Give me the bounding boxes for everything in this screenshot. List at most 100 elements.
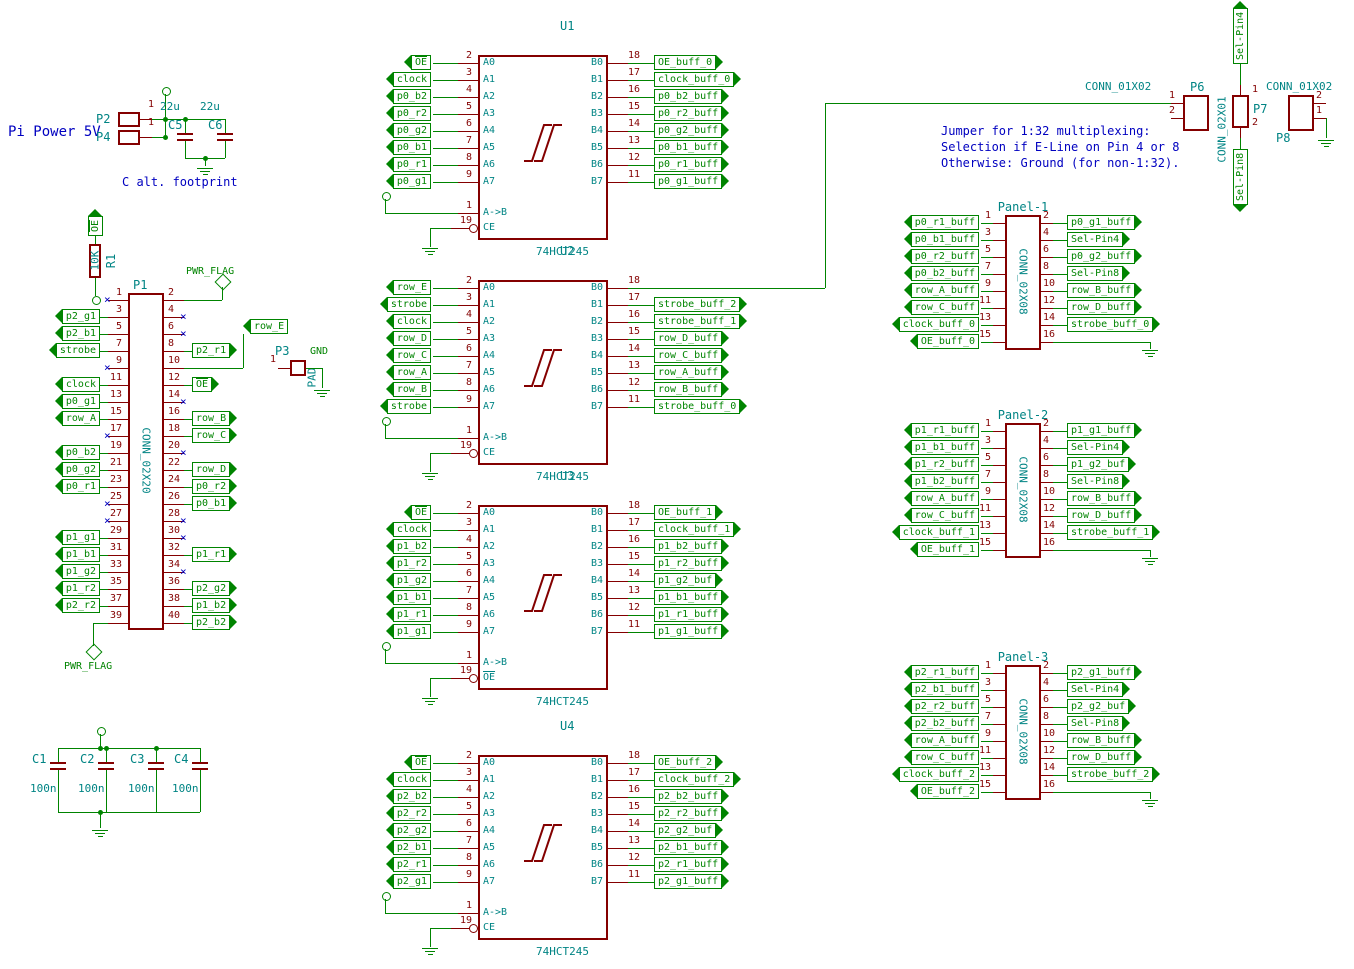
net-label-strobe_buff_0[interactable]: strobe_buff_0 (654, 399, 748, 414)
net-label-p2_g2_buf[interactable]: p2_g2_buf (1067, 699, 1137, 714)
net-label-row_b_buff[interactable]: row_B_buff (654, 382, 730, 397)
net-label-clock[interactable]: clock (385, 72, 431, 87)
ic-body-u2[interactable] (478, 280, 608, 465)
net-label-p1_b2[interactable]: p1_b2 (192, 598, 238, 613)
net-label-p1_b2_buff[interactable]: p1_b2_buff (903, 474, 979, 489)
net-label-p0_g2_buff[interactable]: p0_g2_buff (1067, 249, 1143, 264)
net-label-p0_b1[interactable]: p0_b1 (385, 140, 431, 155)
net-label-row_d_buff[interactable]: row_D_buff (1067, 750, 1143, 765)
net-label-p0_g1_buff[interactable]: p0_g1_buff (1067, 215, 1143, 230)
net-label-p0_g2_buff[interactable]: p0_g2_buff (654, 123, 730, 138)
pad-body-p2[interactable] (118, 112, 140, 127)
net-label-p0_r2_buff[interactable]: p0_r2_buff (903, 249, 979, 264)
net-label-oe[interactable]: OE (192, 377, 220, 392)
net-label-p2_b2[interactable]: p2_b2 (192, 615, 238, 630)
net-label-clock[interactable]: clock (385, 522, 431, 537)
net-label-p2_g1_buff[interactable]: p2_g1_buff (654, 874, 730, 889)
net-label-p2_g1[interactable]: p2_g1 (54, 309, 100, 324)
net-label-clock_buff_1[interactable]: clock_buff_1 (891, 525, 979, 540)
net-label-clock[interactable]: clock (385, 314, 431, 329)
net-label-strobe_buff_0[interactable]: strobe_buff_0 (1067, 317, 1161, 332)
net-label-oe[interactable]: OE (403, 55, 431, 70)
net-label-p2_r1_buff[interactable]: p2_r1_buff (903, 665, 979, 680)
gpio-header-body[interactable] (128, 293, 164, 630)
net-label-p0_b2_buff[interactable]: p0_b2_buff (903, 266, 979, 281)
net-label-p1_b2_buff[interactable]: p1_b2_buff (654, 539, 730, 554)
net-label-p1_b1_buff[interactable]: p1_b1_buff (903, 440, 979, 455)
net-label-row_a_buff[interactable]: row_A_buff (903, 491, 979, 506)
net-label-p1_r2[interactable]: p1_r2 (54, 581, 100, 596)
net-label-p1_g2_buf[interactable]: p1_g2_buf (1067, 457, 1137, 472)
net-label-p2_r1[interactable]: p2_r1 (192, 343, 238, 358)
net-label-p0_b2_buff[interactable]: p0_b2_buff (654, 89, 730, 104)
p6-body[interactable] (1183, 95, 1209, 131)
net-label-p1_g1_buff[interactable]: p1_g1_buff (654, 624, 730, 639)
net-label-p1_r2[interactable]: p1_r2 (385, 556, 431, 571)
net-label-row_d_buff[interactable]: row_D_buff (1067, 300, 1143, 315)
net-label-p1_b1_buff[interactable]: p1_b1_buff (654, 590, 730, 605)
net-label-p0_g2[interactable]: p0_g2 (54, 462, 100, 477)
net-label-p1_r1_buff[interactable]: p1_r1_buff (903, 423, 979, 438)
net-label-p0_r1[interactable]: p0_r1 (385, 157, 431, 172)
net-label-p2_r1[interactable]: p2_r1 (385, 857, 431, 872)
net-label-row_c_buff[interactable]: row_C_buff (903, 750, 979, 765)
net-label-sel-pin8[interactable]: Sel-Pin8 (1067, 474, 1131, 489)
net-label-p0_r1_buff[interactable]: p0_r1_buff (903, 215, 979, 230)
pad-body-p4[interactable] (118, 130, 140, 145)
net-label-clock[interactable]: clock (385, 772, 431, 787)
p3-body[interactable] (290, 360, 306, 376)
net-label-p0_r2_buff[interactable]: p0_r2_buff (654, 106, 730, 121)
net-label-p2_r2_buff[interactable]: p2_r2_buff (654, 806, 730, 821)
net-label-row_b[interactable]: row_B (385, 382, 431, 397)
net-label-sel-pin8[interactable]: Sel-Pin8 (1067, 266, 1131, 281)
net-label-clock_buff_1[interactable]: clock_buff_1 (654, 522, 742, 537)
net-label-p2_r2[interactable]: p2_r2 (385, 806, 431, 821)
net-label-strobe[interactable]: strobe (48, 343, 100, 358)
net-label-p1_b2[interactable]: p1_b2 (385, 539, 431, 554)
net-label-p2_g1[interactable]: p2_g1 (385, 874, 431, 889)
net-label-row_c_buff[interactable]: row_C_buff (903, 508, 979, 523)
ic-body-u1[interactable] (478, 55, 608, 240)
net-label-p0_r2[interactable]: p0_r2 (385, 106, 431, 121)
net-label-oe_buff_1[interactable]: OE_buff_1 (909, 542, 979, 557)
net-label-p0_g1[interactable]: p0_g1 (385, 174, 431, 189)
net-label-sel-pin4[interactable]: Sel-Pin4 (1067, 682, 1131, 697)
net-label-p0_r1[interactable]: p0_r1 (54, 479, 100, 494)
net-label-clock_buff_2[interactable]: clock_buff_2 (654, 772, 742, 787)
net-label-row_d_buff[interactable]: row_D_buff (654, 331, 730, 346)
ic-body-u3[interactable] (478, 505, 608, 690)
panel-body-2[interactable] (1005, 423, 1041, 558)
net-label-p2_b1[interactable]: p2_b1 (385, 840, 431, 855)
net-label-p0_b2[interactable]: p0_b2 (54, 445, 100, 460)
net-label-p2_b2_buff[interactable]: p2_b2_buff (903, 716, 979, 731)
net-label-row_c_buff[interactable]: row_C_buff (654, 348, 730, 363)
net-label-p1_r1[interactable]: p1_r1 (385, 607, 431, 622)
net-label-row_a_buff[interactable]: row_A_buff (903, 283, 979, 298)
net-label-oe_buff_0[interactable]: OE_buff_0 (654, 55, 724, 70)
net-label-row_d[interactable]: row_D (192, 462, 238, 477)
p8-body[interactable] (1288, 95, 1314, 131)
net-label-strobe[interactable]: strobe (379, 399, 431, 414)
net-label-oe_buff_2[interactable]: OE_buff_2 (654, 755, 724, 770)
net-label-p1_g1_buff[interactable]: p1_g1_buff (1067, 423, 1143, 438)
net-label-oe_buff_1[interactable]: OE_buff_1 (654, 505, 724, 520)
net-label-p1_g1[interactable]: p1_g1 (385, 624, 431, 639)
net-label-p0_b1_buff[interactable]: p0_b1_buff (903, 232, 979, 247)
net-label-oe_buff_2[interactable]: OE_buff_2 (909, 784, 979, 799)
net-label-p1_r1[interactable]: p1_r1 (192, 547, 238, 562)
net-label-p0_g2[interactable]: p0_g2 (385, 123, 431, 138)
net-label-p2_g2[interactable]: p2_g2 (385, 823, 431, 838)
net-label-clock_buff_2[interactable]: clock_buff_2 (891, 767, 979, 782)
net-label-p1_g1[interactable]: p1_g1 (54, 530, 100, 545)
net-label-p1_r2_buff[interactable]: p1_r2_buff (903, 457, 979, 472)
net-label-p0_r1_buff[interactable]: p0_r1_buff (654, 157, 730, 172)
net-label-p1_g2[interactable]: p1_g2 (385, 573, 431, 588)
net-label-p2_b2_buff[interactable]: p2_b2_buff (654, 789, 730, 804)
net-label-p1_b1[interactable]: p1_b1 (54, 547, 100, 562)
net-label-p0_b1[interactable]: p0_b1 (192, 496, 238, 511)
net-label-row_a_buff[interactable]: row_A_buff (654, 365, 730, 380)
net-label-p0_r2[interactable]: p0_r2 (192, 479, 238, 494)
net-label-p1_r2_buff[interactable]: p1_r2_buff (654, 556, 730, 571)
net-label-row_d[interactable]: row_D (385, 331, 431, 346)
net-label-p2_b2[interactable]: p2_b2 (385, 789, 431, 804)
